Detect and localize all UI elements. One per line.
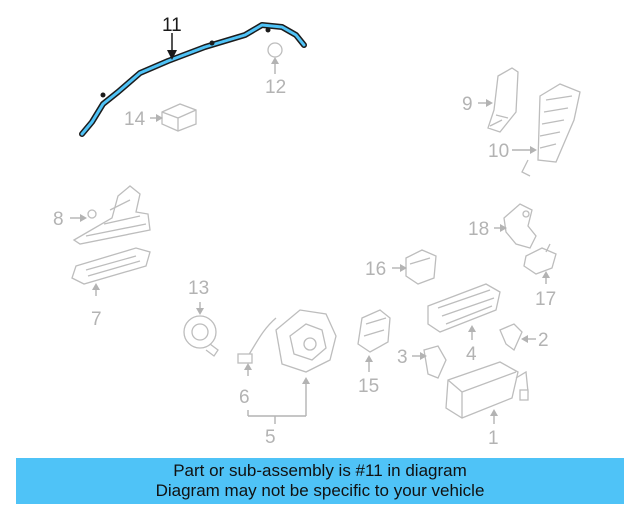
part-1-passenger-airbag	[445, 361, 529, 419]
callout-8: 8	[53, 209, 64, 230]
part-2-clip	[499, 323, 523, 352]
callout-14: 14	[124, 109, 146, 130]
part-13-clock-spring	[183, 315, 219, 357]
part-15-impact-sensor	[357, 309, 391, 353]
part-3-bracket	[423, 345, 447, 379]
callout-9: 9	[462, 94, 473, 115]
callout-3: 3	[397, 347, 408, 368]
callout-5: 5	[265, 427, 276, 448]
callout-17: 17	[535, 289, 556, 310]
part-16-sensor	[405, 249, 437, 285]
caption-line-2: Diagram may not be specific to your vehi…	[155, 481, 485, 500]
callout-6: 6	[239, 387, 250, 408]
part-11-curtain-airbag[interactable]	[79, 22, 307, 137]
part-4-control-unit	[427, 283, 501, 333]
callout-1: 1	[488, 428, 499, 449]
part-5-driver-airbag	[275, 309, 337, 373]
part-10-airbag-module	[521, 83, 581, 177]
callout-12: 12	[265, 77, 286, 98]
part-6-wire-harness	[237, 317, 277, 364]
part-14-sensor-module	[161, 103, 197, 132]
callout-18: 18	[468, 219, 489, 240]
callout-11: 11	[162, 15, 182, 36]
caption-line-1: Part or sub-assembly is #11 in diagram	[173, 461, 467, 480]
callout-10: 10	[488, 141, 509, 162]
callout-11-arrowhead	[167, 50, 177, 60]
part-8-bracket	[72, 185, 151, 245]
callout-7: 7	[91, 309, 102, 330]
callout-2: 2	[538, 330, 549, 351]
callout-16: 16	[365, 259, 386, 280]
callout-4: 4	[466, 344, 477, 365]
part-12-clip	[267, 42, 283, 58]
part-7-sensor-strip	[71, 247, 151, 285]
callout-13: 13	[188, 278, 209, 299]
part-17-sensor	[523, 243, 557, 275]
part-9-pillar-trim	[487, 67, 519, 133]
callout-15: 15	[358, 376, 379, 397]
caption-banner: Part or sub-assembly is #11 in diagram D…	[16, 458, 624, 504]
part-18-bracket	[503, 203, 537, 249]
